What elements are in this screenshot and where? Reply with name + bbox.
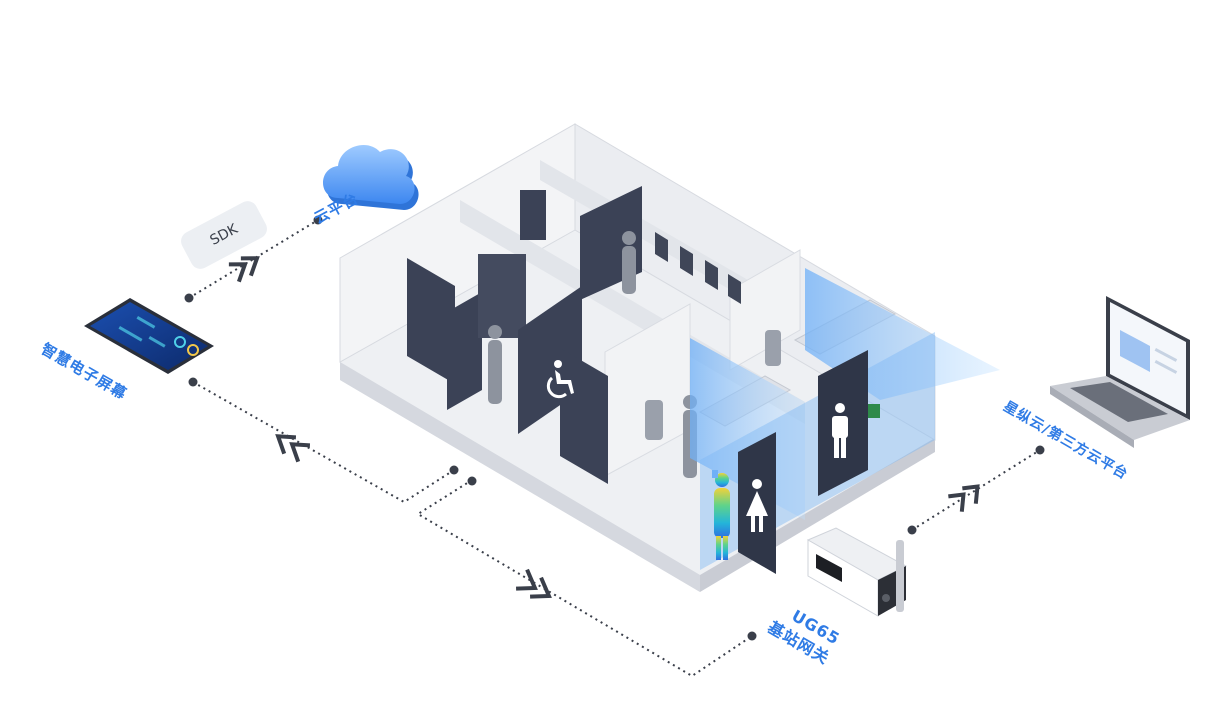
- partition-wall-4: [729, 249, 801, 371]
- connector-gateway-laptop: [911, 449, 1041, 531]
- door-sensor: [712, 470, 718, 478]
- sensor-beam-lower: [690, 338, 805, 520]
- ug65-gateway-device: [806, 527, 908, 617]
- cloud-icon: [323, 144, 419, 210]
- connector-tablet-hub: [192, 381, 455, 504]
- wall-sensor: [868, 404, 880, 418]
- sdk-label: SDK: [207, 221, 241, 249]
- trash-bin: [645, 330, 781, 440]
- accessible-stall-panel: [560, 348, 608, 484]
- wheelchair-icon: [546, 360, 574, 399]
- connector-lines: [188, 219, 1041, 678]
- connector-cloud-tablet: [188, 219, 319, 299]
- urinal-row: [655, 232, 741, 304]
- connector-endpoints: [184, 215, 1045, 641]
- restroom-building: [339, 123, 1000, 592]
- stall-door-1: [407, 258, 455, 384]
- chevron-icon: [228, 256, 980, 599]
- stall-door-5: [520, 190, 546, 240]
- detected-person: [714, 473, 730, 560]
- stall-door-2: [447, 292, 482, 410]
- female-icon: [746, 479, 768, 532]
- smart-screen-tablet: [84, 298, 214, 374]
- male-icon: [832, 403, 848, 458]
- front-wall-left: [340, 362, 700, 592]
- connector-hub-gateway: [416, 479, 753, 678]
- laptop-icon: [1050, 296, 1190, 448]
- stall-door-3: [478, 254, 526, 338]
